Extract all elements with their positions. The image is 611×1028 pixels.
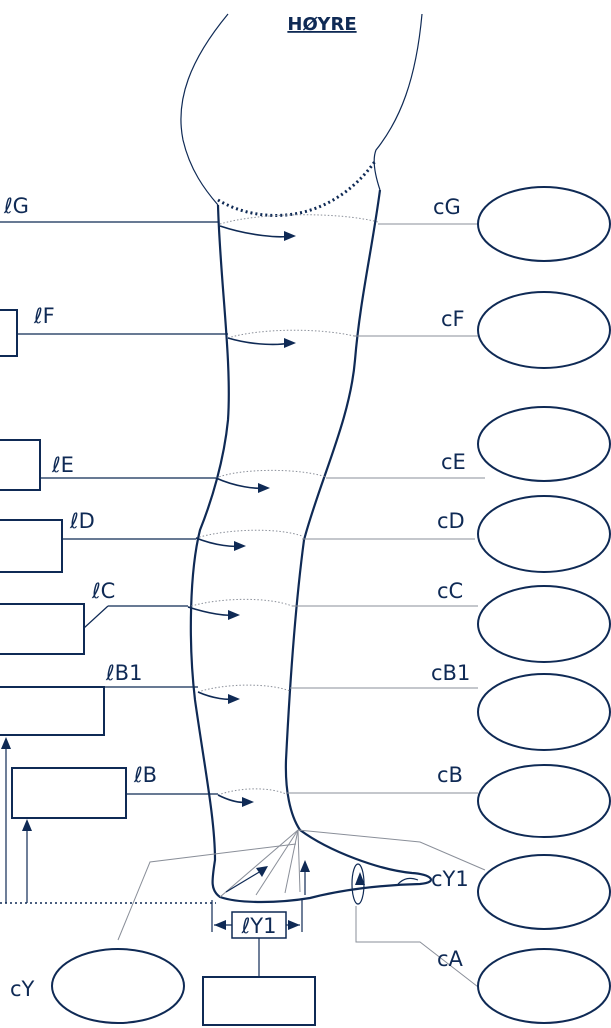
circumference-rings: [188, 215, 378, 904]
label-cY: cY: [10, 977, 35, 1001]
label-cB: cB: [437, 763, 463, 787]
hip-outline: [181, 14, 228, 205]
label-cY1: cY1: [431, 867, 469, 891]
lD-input-box[interactable]: [0, 520, 62, 572]
lE-input-box[interactable]: [0, 440, 40, 490]
foot-measure-lines: [220, 830, 310, 897]
label-lE: ℓE: [51, 453, 74, 477]
label-lB: ℓB: [133, 763, 157, 787]
diagram-title: HØYRE: [287, 14, 356, 35]
label-lG: ℓG: [3, 194, 29, 218]
lF-input-box[interactable]: [0, 310, 17, 356]
hip-outline-right: [374, 14, 422, 190]
cE-input-oval[interactable]: [478, 407, 610, 481]
cB-input-oval[interactable]: [478, 765, 610, 837]
label-cF: cF: [441, 307, 465, 331]
label-lY1: ℓY1: [241, 914, 277, 938]
lB1-input-box[interactable]: [0, 687, 104, 735]
height-arrows: [1, 737, 32, 903]
cA-input-oval[interactable]: [478, 949, 610, 1023]
label-lD: ℓD: [69, 509, 95, 533]
cY-input-oval[interactable]: [52, 949, 184, 1023]
lY1-dimension: ℓY1: [203, 900, 315, 977]
cD-input-oval[interactable]: [478, 496, 610, 572]
cB1-input-oval[interactable]: [478, 674, 610, 750]
lY1-input-box[interactable]: [203, 977, 315, 1025]
label-cD: cD: [437, 509, 465, 533]
cF-input-oval[interactable]: [478, 292, 610, 368]
cY1-input-oval[interactable]: [478, 855, 610, 929]
label-lC: ℓC: [91, 579, 115, 603]
label-lB1: ℓB1: [105, 661, 142, 685]
label-lF: ℓF: [33, 304, 55, 328]
cG-input-oval[interactable]: [478, 187, 610, 261]
cC-input-oval[interactable]: [478, 586, 610, 662]
label-cC: cC: [437, 579, 463, 603]
lC-input-box[interactable]: [0, 604, 84, 654]
label-cE: cE: [441, 450, 466, 474]
label-cG: cG: [433, 195, 461, 219]
label-cB1: cB1: [431, 661, 470, 685]
circumference-leaders: [118, 224, 485, 990]
groin-dotted-line: [218, 160, 376, 215]
lB-input-box[interactable]: [12, 768, 126, 818]
label-cA: cA: [437, 947, 464, 971]
